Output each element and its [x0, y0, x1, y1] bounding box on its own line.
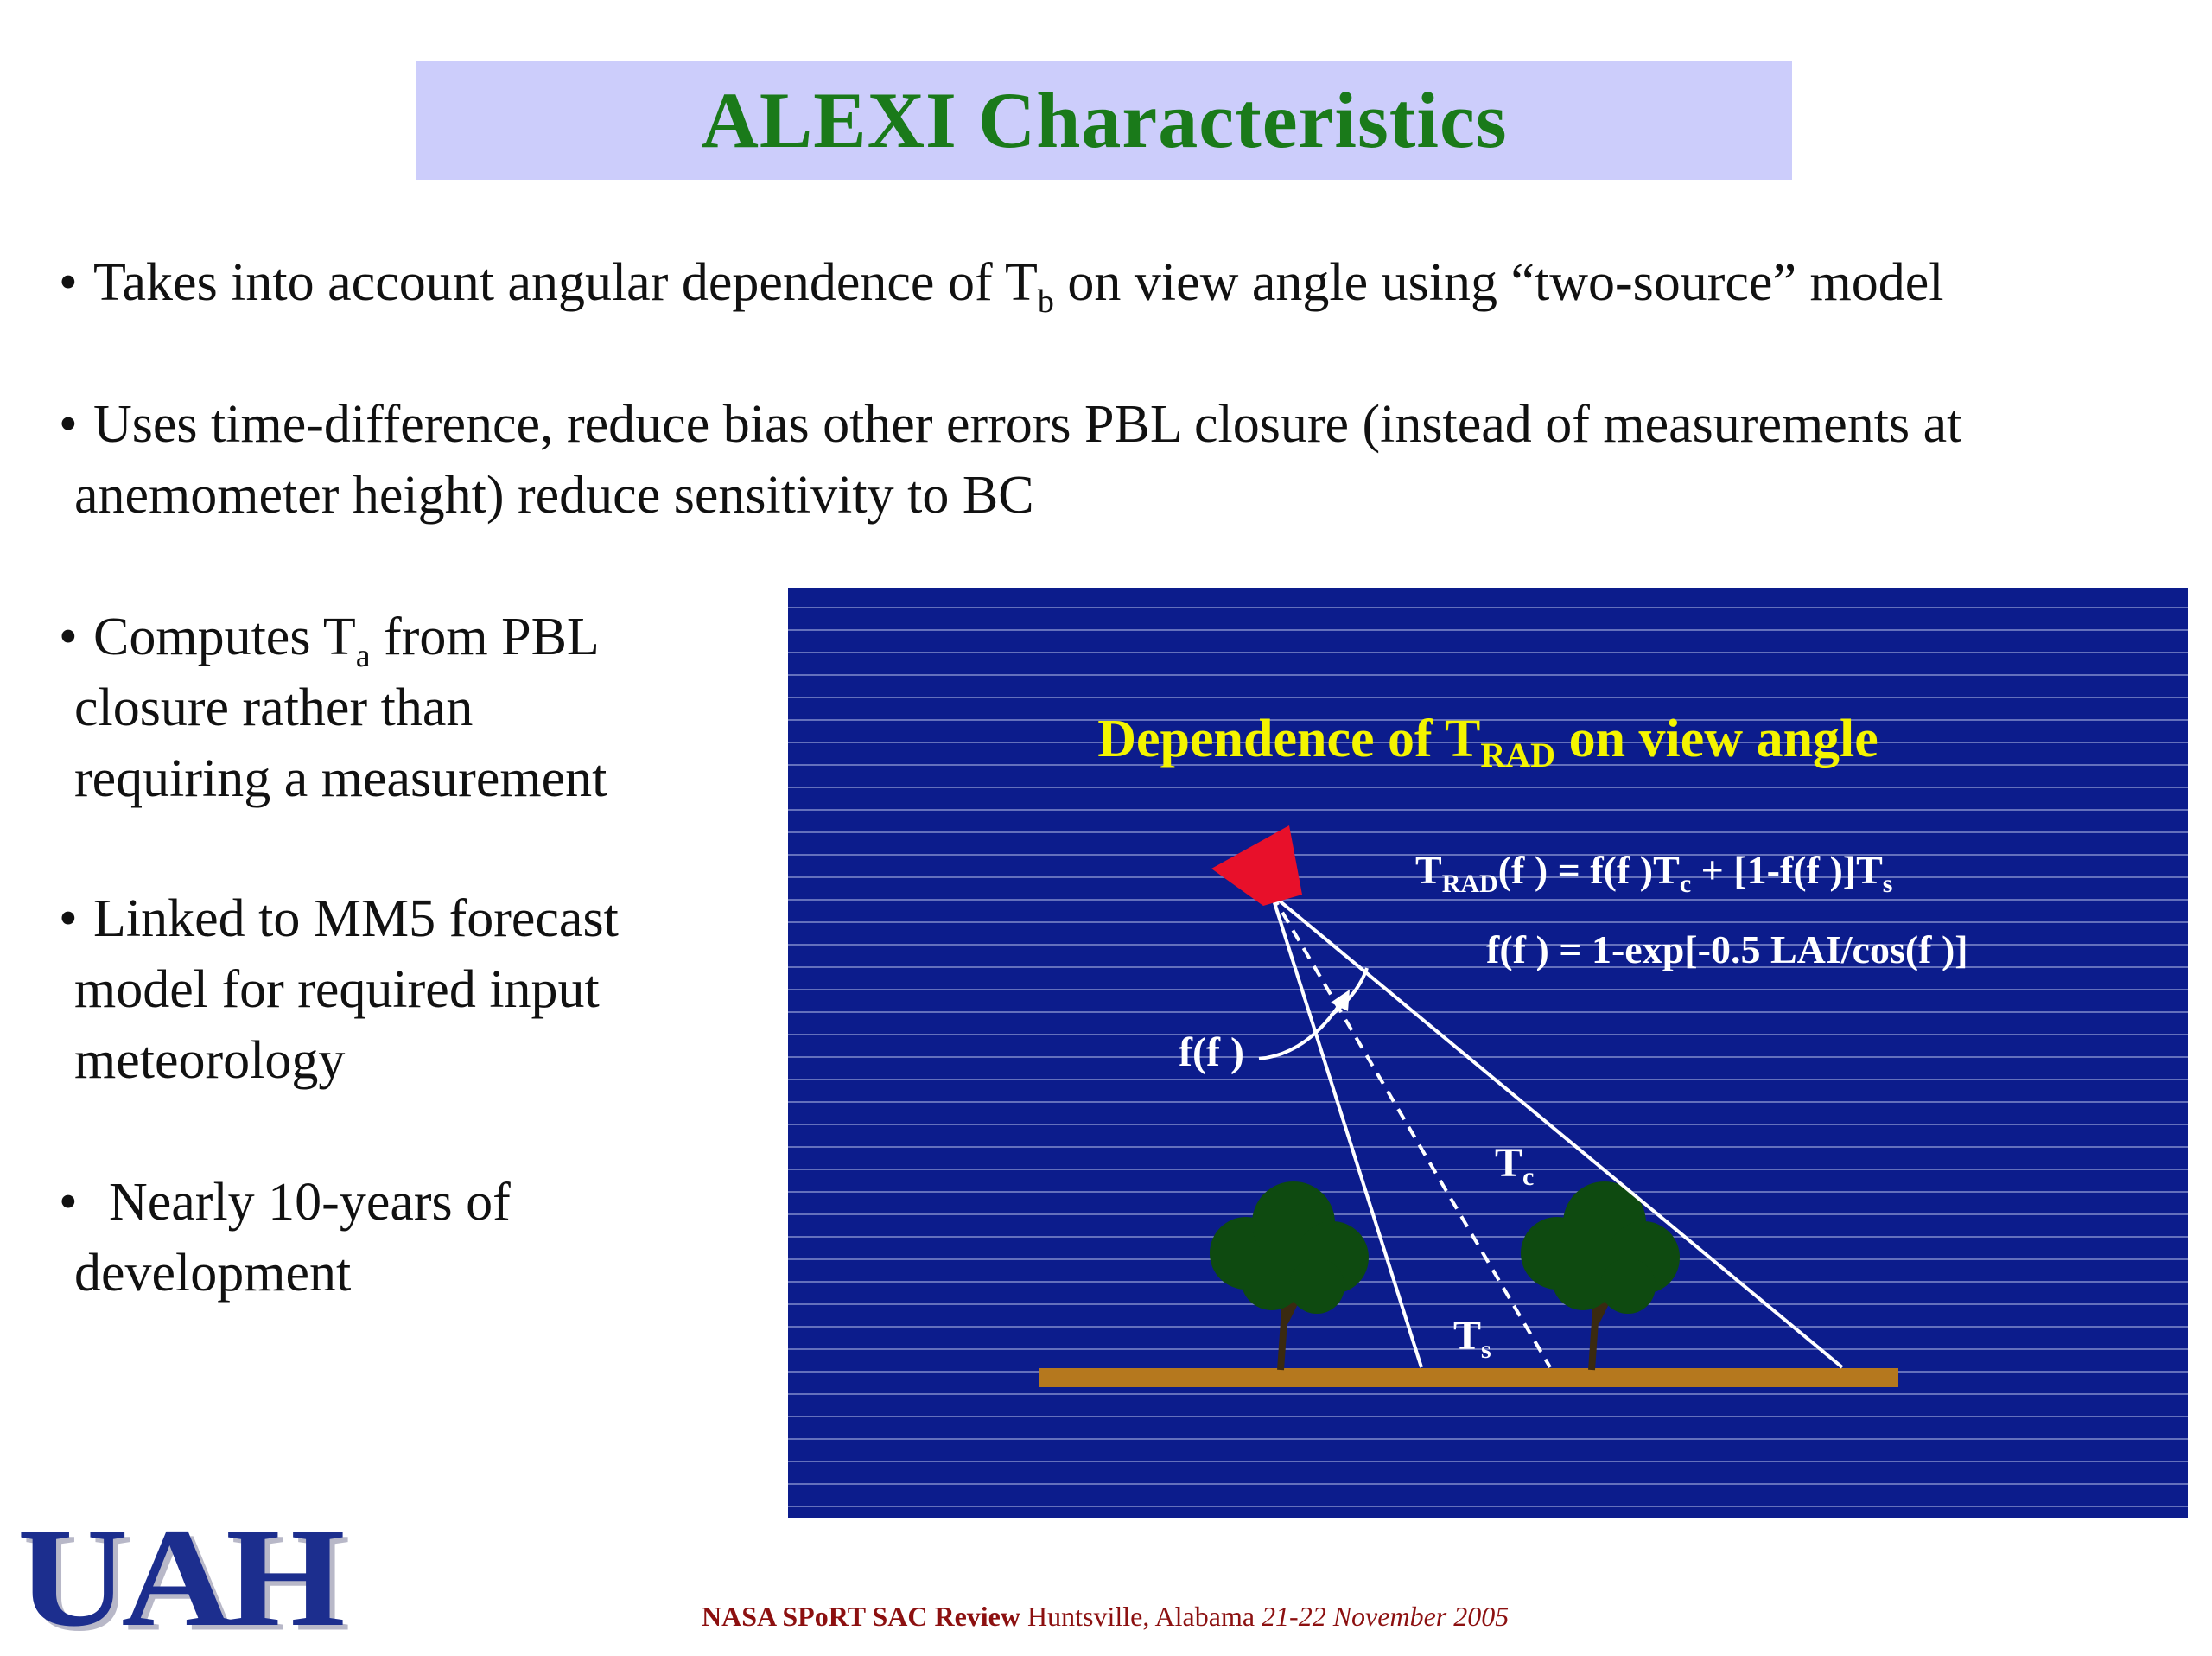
footer-event: NASA SPoRT SAC Review	[702, 1601, 1020, 1632]
bullet-mm5-link: • Linked to MM5 forecast model for requir…	[59, 883, 619, 1096]
bullet-text: meteorology	[74, 1031, 346, 1090]
sensor-icon	[1211, 825, 1302, 906]
footer: NASA SPoRT SAC Review Huntsville, Alabam…	[702, 1601, 1509, 1633]
eq-sub: RAD	[1441, 869, 1498, 898]
bullet-text: Linked to MM5 forecast	[93, 889, 619, 948]
bullet-subscript: a	[355, 638, 371, 674]
figure-title: Dependence of TRAD on view angle	[788, 709, 2188, 773]
arrow-head	[1331, 990, 1350, 1011]
bullet-text: Nearly 10-years of	[109, 1173, 511, 1232]
view-line-far	[1270, 893, 1844, 1369]
eq-text: T	[1415, 848, 1442, 892]
figure-title-sub: RAD	[1480, 736, 1556, 774]
bullet-text: Computes T	[93, 608, 356, 666]
bullet-glyph: •	[59, 253, 78, 312]
tree-foliage	[1600, 1258, 1656, 1314]
eq-sub: s	[1882, 869, 1893, 898]
figure-title-text: Dependence of T	[1097, 710, 1481, 768]
eq-text: (f ) = f(f )T	[1497, 848, 1680, 892]
figure-title-text: on view angle	[1555, 710, 1878, 768]
label-tc: Tc	[1495, 1139, 1534, 1190]
tree-right	[1521, 1181, 1680, 1371]
bullet-angular-dependence: • Takes into account angular dependence o…	[59, 247, 1943, 318]
label-sub: c	[1522, 1162, 1535, 1191]
bullet-text: requiring a measurement	[74, 749, 607, 808]
bullet-glyph: •	[59, 608, 78, 666]
ground-bar	[1039, 1368, 1898, 1387]
footer-dates: 21-22 November 2005	[1262, 1601, 1510, 1632]
label-sub: s	[1481, 1335, 1491, 1364]
slide-title: ALEXI Characteristics	[701, 76, 1508, 164]
bullet-text: on view angle using “two-source” model	[1053, 253, 1944, 312]
uah-logo: UAH	[17, 1498, 346, 1656]
eq-sub: c	[1679, 869, 1692, 898]
tree-foliage	[1552, 1248, 1614, 1310]
bullet-text: anemometer height) reduce sensitivity to…	[74, 466, 1034, 525]
label-text: T	[1495, 1140, 1523, 1186]
bullet-text: Uses time-difference, reduce bias other …	[93, 395, 1962, 454]
bullet-ten-years: • Nearly 10-years of development	[59, 1167, 511, 1309]
angle-callout	[1258, 1001, 1343, 1060]
bullet-text: from PBL	[370, 608, 600, 666]
label-ts: Ts	[1453, 1312, 1491, 1363]
tree-foliage	[1289, 1258, 1344, 1314]
equation-ff: f(f ) = 1-exp[-0.5 LAI/cos(f )]	[1486, 927, 1968, 971]
tree-foliage	[1241, 1248, 1303, 1310]
view-line-near	[1270, 894, 1423, 1368]
bullet-computes-ta: • Computes Ta from PBL closure rather tha…	[59, 602, 607, 814]
equation-trad: TRAD(f ) = f(f )Tc + [1-f(f )]Ts	[1415, 847, 1892, 897]
trad-view-angle-figure: Dependence of TRAD on view angle TRAD(f …	[788, 588, 2188, 1518]
eq-text: + [1-f(f )]T	[1691, 848, 1883, 892]
bullet-subscript: b	[1037, 283, 1054, 320]
title-banner: ALEXI Characteristics	[416, 61, 1792, 180]
bullet-text: development	[74, 1244, 352, 1303]
bullet-glyph: •	[59, 395, 78, 454]
footer-place: Huntsville, Alabama	[1020, 1601, 1262, 1632]
angle-label: f(f )	[1179, 1029, 1244, 1075]
bullet-text: closure rather than	[74, 678, 474, 737]
bullet-glyph: •	[59, 1173, 78, 1232]
bullet-glyph: •	[59, 889, 78, 948]
bullet-text: model for required input	[74, 960, 600, 1019]
label-text: T	[1453, 1313, 1482, 1359]
figure-diagram	[1039, 825, 1898, 1387]
bullet-time-difference: • Uses time-difference, reduce bias other…	[59, 389, 1961, 531]
bullet-text: Takes into account angular dependence of…	[93, 253, 1038, 312]
view-line-center	[1270, 893, 1552, 1369]
tree-left	[1210, 1181, 1369, 1371]
